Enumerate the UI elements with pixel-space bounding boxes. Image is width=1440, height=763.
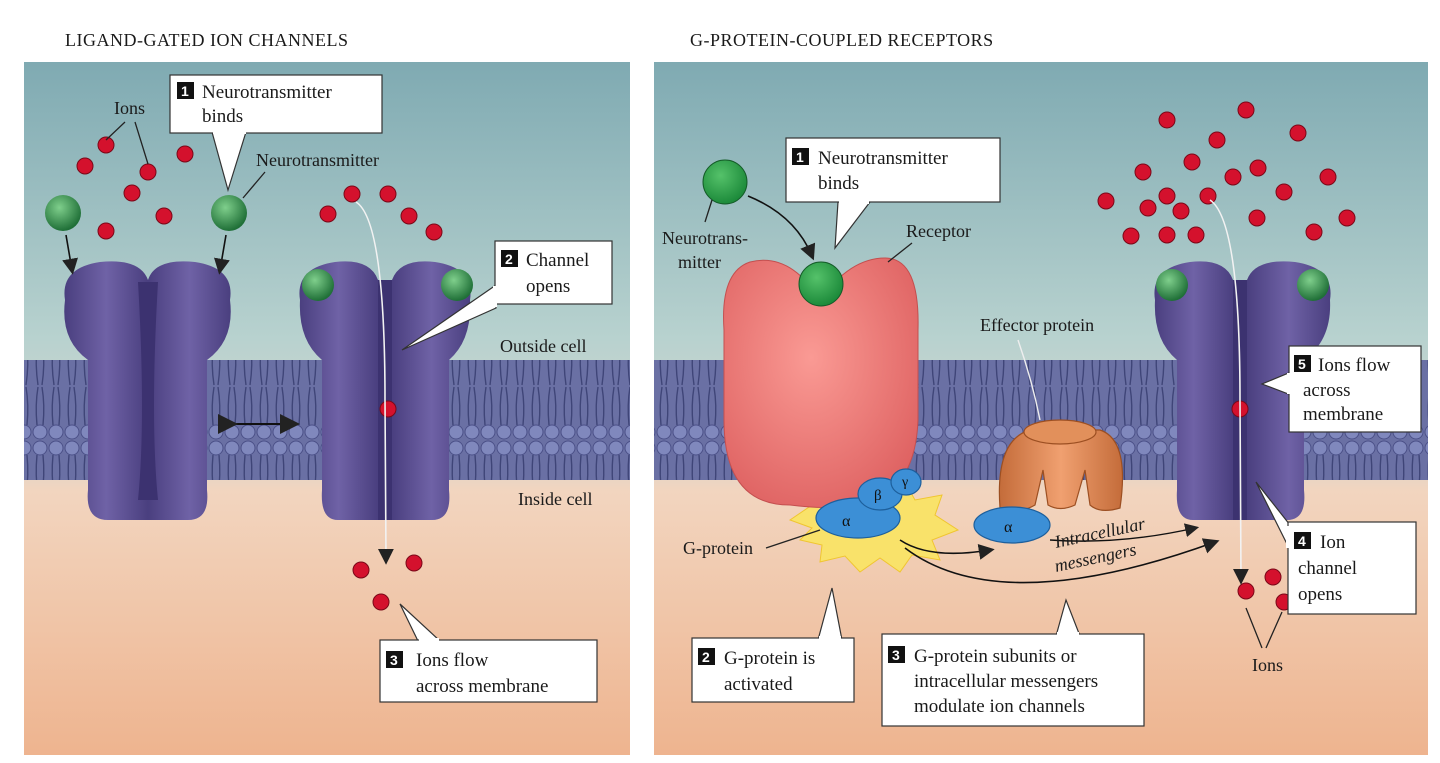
svg-text:G-protein is: G-protein is [724, 648, 815, 669]
svg-text:channel: channel [1298, 558, 1357, 579]
bound-neurotransmitter [1297, 269, 1329, 301]
svg-text:membrane: membrane [1303, 404, 1383, 425]
right-panel-title: G-PROTEIN-COUPLED RECEPTORS [690, 30, 994, 50]
effector-protein-label: Effector protein [980, 315, 1094, 335]
callout-step-1: 1 Neurotransmitter binds [169, 74, 383, 193]
bound-neurotransmitter [1156, 269, 1188, 301]
svg-text:opens: opens [1298, 584, 1342, 605]
svg-text:Ions flow: Ions flow [1318, 355, 1391, 376]
g-protein-pointer [765, 529, 821, 549]
alpha-to-effector-arrow [899, 539, 995, 560]
neurotransmitter-label: Neurotransmitter [256, 150, 379, 170]
svg-text:modulate ion channels: modulate ion channels [914, 696, 1085, 717]
svg-text:activated: activated [724, 674, 793, 695]
svg-text:binds: binds [818, 173, 859, 194]
ion-cluster [1097, 101, 1356, 611]
neurotransmitter-label-line2: mitter [678, 252, 721, 272]
callout-step-2: 2 Channel opens [401, 240, 613, 351]
svg-text:3: 3 [892, 647, 900, 663]
left-panel-title: LIGAND-GATED ION CHANNELS [65, 30, 349, 50]
ions-label: Ions [114, 98, 145, 118]
svg-text:2: 2 [505, 251, 513, 267]
inside-cell-label: Inside cell [518, 489, 592, 509]
gamma-symbol: γ [901, 475, 908, 490]
svg-text:across membrane: across membrane [416, 676, 548, 697]
svg-text:opens: opens [526, 276, 570, 297]
svg-text:intracellular messengers: intracellular messengers [914, 671, 1098, 692]
beta-symbol: β [874, 488, 882, 504]
ion-flow-path [355, 201, 394, 565]
svg-text:Channel: Channel [526, 250, 589, 271]
receptor-label: Receptor [906, 221, 971, 241]
callout-step-4-gpcr: 4 Ion channel opens [1255, 481, 1417, 615]
neurotransmitter-label-line1: Neurotrans- [662, 228, 748, 248]
svg-text:across: across [1303, 380, 1350, 401]
callout-step-3-gpcr: 3 G-protein subunits or intracellular me… [881, 598, 1145, 727]
svg-text:3: 3 [390, 652, 398, 668]
svg-text:1: 1 [181, 83, 189, 99]
callout-step-1-gpcr: 1 Neurotransmitter binds [785, 137, 1001, 250]
released-alpha-subunit [973, 506, 1051, 544]
ions-bottom-pointer [1245, 607, 1283, 649]
callout-step-2-gpcr: 2 G-protein is activated [691, 587, 855, 703]
svg-text:Neurotransmitter: Neurotransmitter [818, 148, 948, 169]
released-alpha-symbol: α [1004, 519, 1013, 536]
neurotransmitter-pointer [242, 171, 266, 199]
binding-arrow [62, 234, 78, 275]
binding-arrow [214, 234, 230, 275]
neurotransmitter-molecule [211, 195, 247, 231]
receptor-pointer [887, 242, 913, 263]
bound-neurotransmitter [302, 269, 334, 301]
svg-text:Ion: Ion [1320, 532, 1346, 553]
outside-cell-label: Outside cell [500, 336, 586, 356]
svg-text:1: 1 [796, 149, 804, 165]
ion-flow-path [1209, 199, 1249, 585]
svg-text:2: 2 [702, 649, 710, 665]
svg-text:5: 5 [1298, 356, 1306, 372]
ions-pointer [105, 121, 149, 165]
gpcr-ion-channel [1154, 261, 1331, 520]
g-protein-gamma [890, 468, 922, 496]
neurotransmitter-molecule [45, 195, 81, 231]
svg-text:G-protein subunits or: G-protein subunits or [914, 646, 1077, 667]
svg-text:4: 4 [1298, 533, 1306, 549]
neurotransmitter-molecule [702, 159, 748, 205]
effector-protein [998, 419, 1123, 511]
binding-arrow [747, 195, 816, 261]
g-protein-label: G-protein [683, 538, 753, 558]
callout-step-3: 3 Ions flow across membrane [379, 603, 598, 703]
closed-ion-channel [64, 261, 231, 520]
ions-bottom-label: Ions [1252, 655, 1283, 675]
svg-text:binds: binds [202, 106, 243, 127]
neurotransmitter-pointer [704, 199, 713, 223]
alpha-symbol: α [842, 513, 851, 530]
callout-step-5-gpcr: 5 Ions flow across membrane [1260, 345, 1422, 433]
messenger-arrow [1049, 523, 1200, 542]
svg-text:Ions flow: Ions flow [416, 650, 489, 671]
svg-text:Neurotransmitter: Neurotransmitter [202, 82, 332, 103]
modulation-arrow [904, 538, 1220, 584]
ion-cluster [76, 136, 443, 611]
bound-neurotransmitter [798, 261, 844, 307]
bound-neurotransmitter [441, 269, 473, 301]
effector-pointer [1017, 339, 1041, 421]
